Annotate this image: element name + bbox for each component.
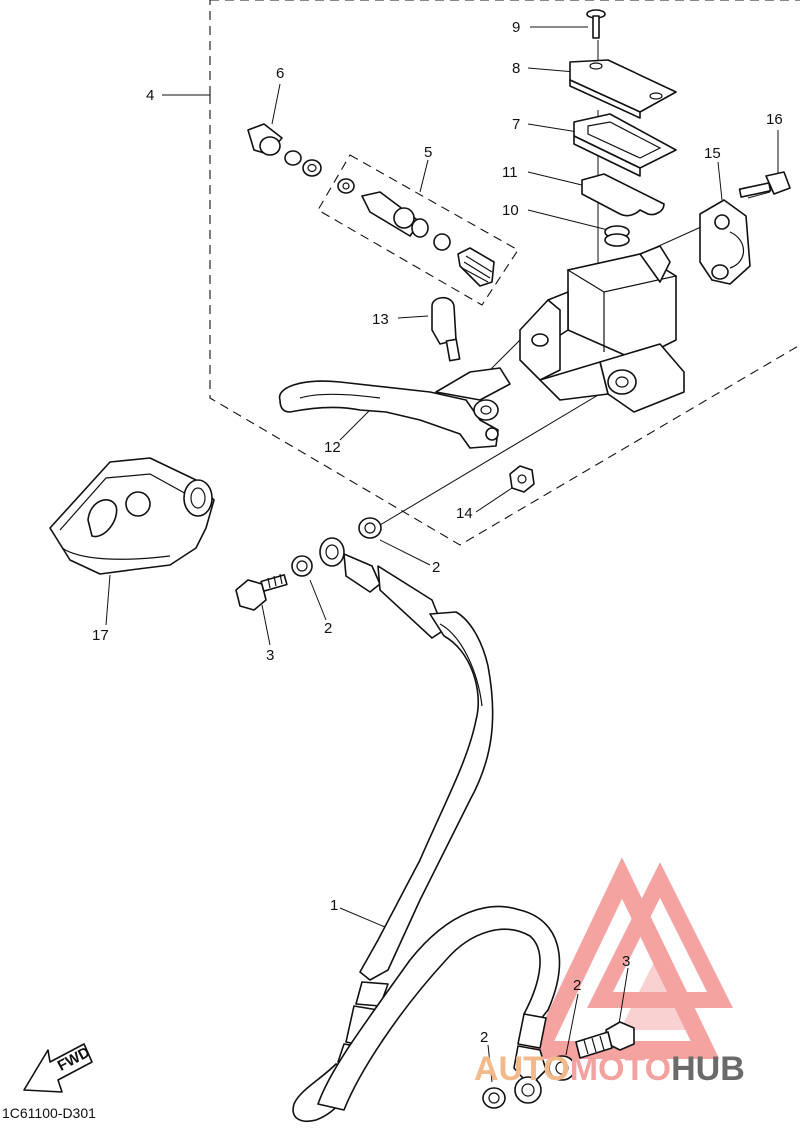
label-part-11: 11 <box>502 164 518 181</box>
label-part-10: 10 <box>502 202 519 219</box>
washer-part <box>482 1055 576 1109</box>
lever-part <box>278 367 511 449</box>
label-part-14: 14 <box>456 505 473 522</box>
label-part-13: 13 <box>372 311 389 328</box>
watermark-text: AUTOMOTOHUB <box>474 1050 745 1088</box>
union-bolt-part <box>575 1021 635 1059</box>
label-part-12: 12 <box>324 439 341 456</box>
watermark-text-auto: AUTO <box>474 1050 570 1088</box>
label-part-4: 4 <box>146 87 154 104</box>
pivot-bolt-part <box>431 296 461 362</box>
diaphragm-part <box>581 173 665 217</box>
label-part-17: 17 <box>92 627 109 644</box>
label-part-3: 3 <box>622 953 630 970</box>
boot-part <box>247 123 322 177</box>
label-part-1: 1 <box>330 897 338 914</box>
screw-part <box>586 9 606 39</box>
svg-text:AUTOMOTOHUB: AUTOMOTOHUB <box>474 1050 745 1088</box>
label-part-2: 2 <box>324 620 332 637</box>
master-cylinder-body <box>519 245 685 413</box>
label-part-7: 7 <box>512 116 520 133</box>
union-bolt-part <box>235 573 288 611</box>
watermark-logo-icon <box>525 857 733 1059</box>
nut-part <box>509 465 535 493</box>
washer-part <box>291 517 382 577</box>
diaphragm-plate-part <box>573 113 677 177</box>
brake-hose-part <box>292 537 561 1122</box>
clamp-part <box>699 199 751 285</box>
fwd-arrow-icon: FWD <box>23 1043 93 1093</box>
label-part-15: 15 <box>704 145 721 162</box>
label-part-2: 2 <box>573 977 581 994</box>
label-part-9: 9 <box>512 19 520 36</box>
watermark-text-moto: MOTO <box>570 1050 671 1088</box>
float-part <box>604 225 630 247</box>
watermark-text-hub: HUB <box>671 1050 745 1088</box>
label-part-6: 6 <box>276 65 284 82</box>
drawing-code: 1C61100-D301 <box>2 1105 96 1121</box>
piston-kit-part <box>317 154 519 306</box>
label-part-2: 2 <box>480 1029 488 1046</box>
label-part-8: 8 <box>512 60 520 77</box>
lever-cover-part <box>49 457 215 575</box>
label-part-5: 5 <box>424 144 432 161</box>
clamp-bolt-part <box>738 171 791 198</box>
assembly-boundary <box>209 0 800 546</box>
label-part-3: 3 <box>266 647 274 664</box>
label-part-16: 16 <box>766 111 783 128</box>
reservoir-cap-part <box>569 59 677 119</box>
part-labels: 1 2 2 2 2 3 3 4 5 6 7 8 9 10 11 12 13 14… <box>92 19 783 1046</box>
label-part-2: 2 <box>432 559 440 576</box>
